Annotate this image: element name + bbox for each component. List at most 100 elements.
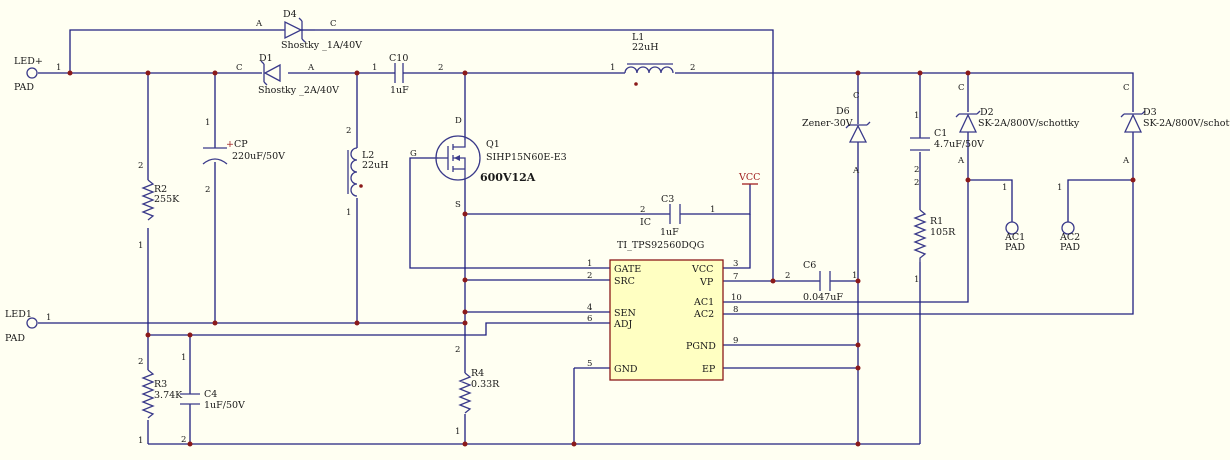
svg-text:2: 2 xyxy=(785,271,790,281)
svg-text:2: 2 xyxy=(640,205,645,215)
resistor-r4[interactable]: R4 0.33R 2 1 xyxy=(455,345,500,437)
svg-text:AC2: AC2 xyxy=(693,309,714,320)
svg-text:1: 1 xyxy=(587,259,592,269)
svg-text:4: 4 xyxy=(587,303,592,313)
svg-text:220uF/50V: 220uF/50V xyxy=(232,151,285,162)
ac1-type: PAD xyxy=(1005,242,1025,253)
svg-text:A: A xyxy=(1122,156,1130,166)
svg-text:4.7uF/50V: 4.7uF/50V xyxy=(934,139,984,150)
svg-text:R4: R4 xyxy=(471,368,484,379)
svg-text:S: S xyxy=(455,200,461,210)
svg-text:2: 2 xyxy=(438,63,443,73)
svg-text:22uH: 22uH xyxy=(362,160,389,171)
svg-text:2: 2 xyxy=(690,63,695,73)
svg-text:D4: D4 xyxy=(283,9,297,20)
svg-text:G: G xyxy=(410,149,417,159)
svg-text:0.33R: 0.33R xyxy=(471,379,500,390)
capacitor-c3[interactable]: C3 1uF IC 2 1 xyxy=(640,194,715,238)
diode-d1[interactable]: D1 Shostky _2A/40V C A xyxy=(236,53,339,96)
inductor-l1[interactable]: L1 22uH 1 2 xyxy=(610,32,695,86)
svg-text:SRC: SRC xyxy=(614,276,635,287)
svg-text:1: 1 xyxy=(1057,183,1062,193)
svg-text:3: 3 xyxy=(733,259,738,269)
svg-text:2: 2 xyxy=(587,271,592,281)
svg-text:VP: VP xyxy=(699,277,714,288)
ac1-pad[interactable]: AC1 PAD 1 xyxy=(1002,183,1025,253)
svg-text:C: C xyxy=(1123,83,1130,93)
svg-text:D: D xyxy=(455,116,462,126)
svg-text:L2: L2 xyxy=(362,150,374,161)
ic-u1-part: TI_TPS92560DQG xyxy=(617,240,704,251)
inductor-l2[interactable]: L2 22uH 2 1 xyxy=(346,126,389,218)
svg-text:SIHP15N60E-E3: SIHP15N60E-E3 xyxy=(486,152,567,163)
svg-text:1: 1 xyxy=(138,436,143,446)
svg-text:2: 2 xyxy=(914,165,919,175)
svg-text:D2: D2 xyxy=(980,107,994,118)
wires xyxy=(38,29,1134,445)
svg-text:L1: L1 xyxy=(632,32,644,43)
svg-text:1: 1 xyxy=(181,353,186,363)
svg-text:1: 1 xyxy=(46,313,51,323)
capacitor-c10[interactable]: C10 1uF 1 2 xyxy=(372,53,443,96)
mosfet-q1[interactable]: Q1 SIHP15N60E-E3 600V12A G D S xyxy=(410,116,567,210)
svg-text:AC1: AC1 xyxy=(693,297,714,308)
svg-text:C: C xyxy=(236,63,243,73)
led-plus-type: PAD xyxy=(14,82,34,93)
svg-text:3.74K: 3.74K xyxy=(154,390,183,401)
schottky-d3[interactable]: D3 SK-2A/800V/schottky C A xyxy=(1120,83,1230,166)
svg-text:1: 1 xyxy=(372,63,377,73)
ac2-type: PAD xyxy=(1060,242,1080,253)
svg-text:2: 2 xyxy=(346,126,351,136)
svg-text:C1: C1 xyxy=(934,128,947,139)
ac2-pad[interactable]: AC2 PAD 1 xyxy=(1057,183,1080,253)
resistor-r1[interactable]: R1 105R 2 1 xyxy=(913,178,956,285)
svg-text:2: 2 xyxy=(138,357,143,367)
svg-text:5: 5 xyxy=(587,359,592,369)
svg-text:2: 2 xyxy=(455,345,460,355)
capacitor-c6[interactable]: C6 0.047uF 2 1 xyxy=(785,260,857,303)
svg-text:2: 2 xyxy=(181,435,186,445)
capacitor-c1[interactable]: C1 4.7uF/50V 1 2 xyxy=(910,111,984,175)
svg-text:IC: IC xyxy=(640,217,651,228)
svg-text:GND: GND xyxy=(614,364,638,375)
svg-text:R2: R2 xyxy=(154,184,167,195)
led-plus-label: LED+ xyxy=(14,56,43,67)
svg-text:1: 1 xyxy=(205,118,210,128)
capacitor-c4[interactable]: C4 1uF/50V 1 2 xyxy=(180,353,245,445)
svg-text:1: 1 xyxy=(346,208,351,218)
led1-label: LED1 xyxy=(5,309,32,320)
svg-text:Zener-30V: Zener-30V xyxy=(802,118,853,129)
svg-text:CP: CP xyxy=(234,139,248,150)
svg-text:1: 1 xyxy=(1002,183,1007,193)
svg-text:VCC: VCC xyxy=(691,264,713,275)
svg-text:105R: 105R xyxy=(930,227,956,238)
svg-text:R3: R3 xyxy=(154,379,167,390)
svg-text:255K: 255K xyxy=(154,194,180,205)
svg-text:10: 10 xyxy=(731,293,742,303)
svg-text:D6: D6 xyxy=(836,106,850,117)
svg-text:C3: C3 xyxy=(661,194,674,205)
zener-d6[interactable]: D6 Zener-30V C A xyxy=(802,91,871,176)
svg-text:C: C xyxy=(958,83,965,93)
svg-text:C10: C10 xyxy=(389,53,408,64)
schottky-d2[interactable]: D2 SK-2A/800V/schottky C A xyxy=(955,83,1080,166)
led-plus-pad[interactable]: LED+ PAD 1 xyxy=(14,56,61,93)
resistor-r2[interactable]: R2 255K 2 1 xyxy=(138,161,180,251)
ic-u1[interactable]: TI_TPS92560DQG GATE SRC SEN ADJ GND VCC … xyxy=(587,240,742,381)
capacitor-cp[interactable]: + CP 220uF/50V 1 2 xyxy=(202,118,285,195)
svg-text:SK-2A/800V/schottky: SK-2A/800V/schottky xyxy=(978,118,1080,129)
svg-text:C6: C6 xyxy=(803,260,816,271)
svg-text:C: C xyxy=(330,19,337,29)
svg-text:1: 1 xyxy=(455,427,460,437)
diode-d4[interactable]: D4 Shostky _1A/40V A C xyxy=(255,9,362,51)
svg-text:VCC: VCC xyxy=(738,172,760,183)
led1-pad[interactable]: LED1 PAD 1 xyxy=(5,309,51,344)
svg-text:C4: C4 xyxy=(204,389,217,400)
led1-type: PAD xyxy=(5,333,25,344)
svg-text:SK-2A/800V/schottky: SK-2A/800V/schottky xyxy=(1143,118,1230,129)
svg-text:A: A xyxy=(307,63,315,73)
svg-text:1: 1 xyxy=(56,63,61,73)
svg-text:Q1: Q1 xyxy=(486,139,500,150)
resistor-r3[interactable]: R3 3.74K 2 1 xyxy=(138,357,183,446)
